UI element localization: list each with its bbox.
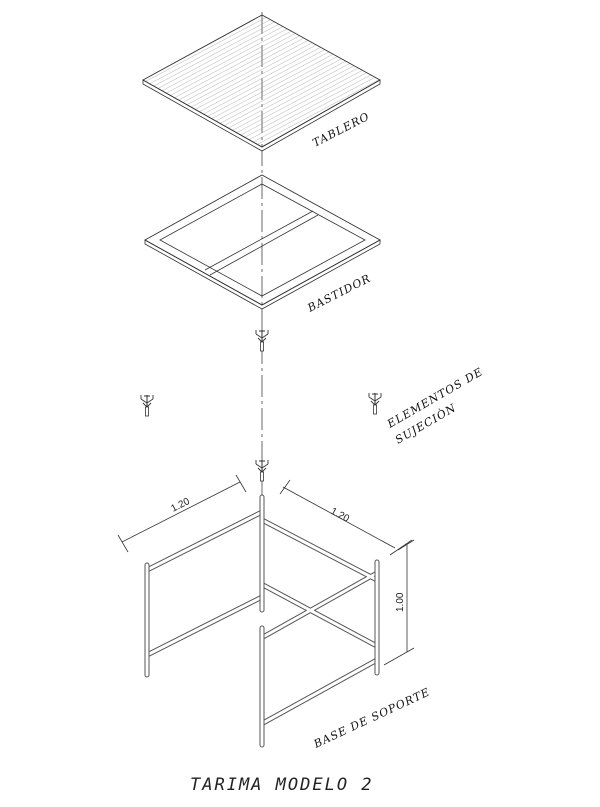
bastidor-frame (144, 174, 381, 310)
drawing-title: TARIMA MODELO 2 (190, 775, 374, 795)
fastener-icon (140, 394, 154, 417)
fastener-icon (255, 459, 269, 482)
dimension-width-left: 1.20 (117, 474, 247, 553)
fastener-icon (368, 392, 382, 415)
dimension-height: 1.00 (383, 539, 415, 666)
bastidor-label: BASTIDOR (305, 272, 374, 316)
tablero-panel (142, 14, 381, 152)
base-label: BASE DE SOPORTE (311, 685, 432, 751)
fastener-icon (255, 329, 269, 352)
dimension-height-text: 1.00 (395, 592, 406, 612)
dimension-width-right: 1.20 (279, 479, 413, 556)
base-de-soporte (144, 494, 380, 748)
elementos-label: ELEMENTOS DE SUJECIÒN (384, 365, 485, 447)
